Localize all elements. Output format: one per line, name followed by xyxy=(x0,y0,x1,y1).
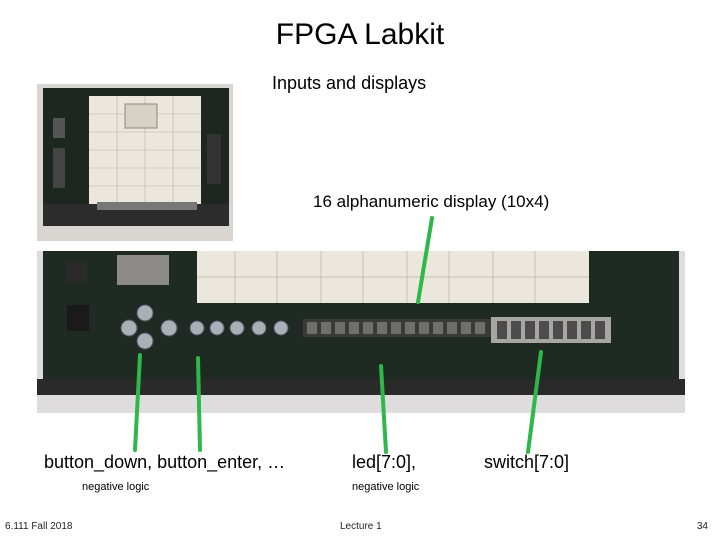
footer-course: 6.111 Fall 2018 xyxy=(5,521,73,532)
led-label: led[7:0], xyxy=(352,452,417,472)
buttons-label: button_down, button_enter, … xyxy=(44,452,286,472)
buttons-note: negative logic xyxy=(82,481,150,493)
led-note: negative logic xyxy=(352,481,420,493)
display-callout-label: 16 alphanumeric display (10x4) xyxy=(313,192,550,211)
labkit-inputs-photo xyxy=(37,251,685,413)
labkit-overview-photo xyxy=(37,84,233,241)
slide-title: FPGA Labkit xyxy=(275,18,445,51)
slide-subtitle: Inputs and displays xyxy=(272,73,427,93)
footer-lecture: Lecture 1 xyxy=(340,521,382,532)
switch-label: switch[7:0] xyxy=(484,452,570,472)
footer-page-number: 34 xyxy=(696,521,708,532)
